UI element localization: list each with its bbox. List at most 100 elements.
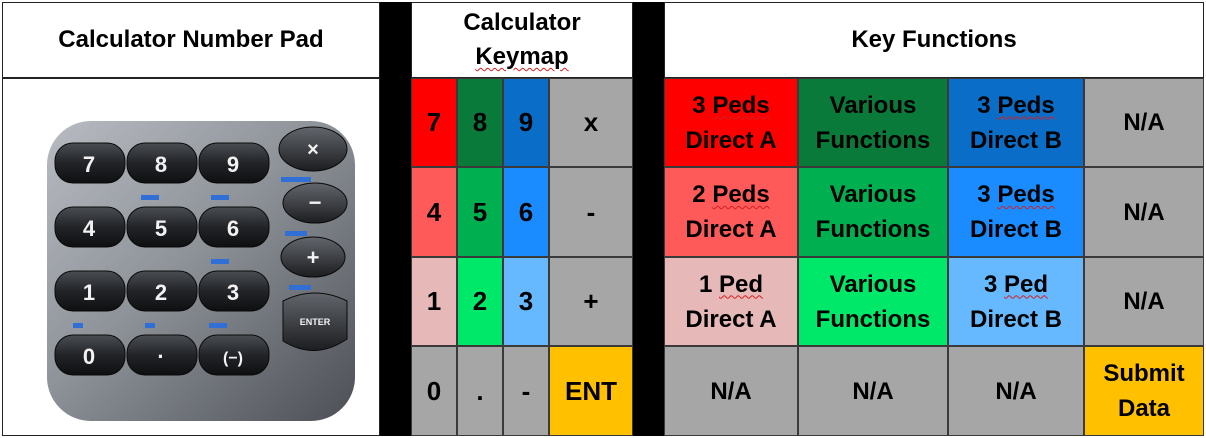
function-cell: N/A: [664, 346, 798, 436]
keymap-key: 5: [457, 167, 503, 257]
label-mark: [73, 323, 83, 328]
spellcheck-word: Peds: [712, 181, 770, 208]
function-line-2: Direct A: [685, 305, 777, 333]
label-mark: [145, 323, 155, 328]
label-mark: [141, 195, 159, 200]
function-line-1: Submit: [1103, 360, 1185, 387]
keymap-key: 1: [411, 257, 457, 346]
function-line-1: N/A: [852, 377, 894, 405]
key-enter: [282, 292, 348, 351]
pad-digit: 7: [83, 152, 95, 177]
keymap-header: Calculator Keymap: [411, 2, 633, 78]
pad-digit: 1: [83, 280, 95, 305]
keymap-key: 4: [411, 167, 457, 257]
key-minus: [282, 182, 348, 224]
function-line-1: 2 Peds: [692, 181, 770, 208]
pad-side-key: ENTER: [300, 317, 331, 327]
function-line-1: N/A: [1123, 198, 1165, 226]
pad-digit: 3: [227, 280, 239, 305]
function-line-1: 1 Ped: [698, 270, 764, 298]
function-line-1: 3 Peds: [977, 91, 1055, 119]
pad-digit: 4: [83, 216, 96, 241]
key-9: [198, 142, 270, 184]
calculator-pad-image: 7 8 9 4 5 6 1 2 3 0 · (−) × − + ENTER: [47, 121, 355, 421]
key-negate: [198, 334, 270, 376]
function-line-1: N/A: [1123, 288, 1165, 315]
function-cell: N/A: [1084, 78, 1204, 167]
pad-digit: 5: [155, 216, 167, 241]
key-2: [126, 270, 198, 312]
keymap-key: 0: [411, 346, 457, 436]
key-multiply: [278, 126, 348, 172]
separator-left: [380, 2, 411, 436]
pad-digit: 2: [155, 280, 167, 305]
keymap-key: 7: [411, 78, 457, 167]
keymap-key: +: [549, 257, 633, 346]
pad-digit: 0: [83, 344, 95, 369]
function-line-1: 3 Peds: [977, 181, 1055, 208]
function-line-1: N/A: [710, 377, 752, 405]
pad-digit: ·: [157, 344, 164, 369]
spellcheck-word: Peds: [997, 91, 1055, 119]
function-line-2: Functions: [815, 305, 931, 333]
spellcheck-word: Ped: [1004, 270, 1049, 298]
label-mark: [211, 195, 229, 200]
key-4: [54, 206, 126, 248]
keymap-header-line1: Calculator: [463, 9, 581, 36]
function-line-2: Direct B: [969, 305, 1063, 333]
function-cell: N/A: [948, 346, 1084, 436]
key-dot: [126, 334, 198, 376]
pad-side-key: −: [309, 190, 322, 215]
keymap-key: 3: [503, 257, 549, 346]
pad-digit: (−): [223, 350, 243, 367]
pad-side-key: ×: [307, 139, 319, 161]
label-mark: [209, 323, 227, 328]
function-line-1: N/A: [1123, 109, 1165, 136]
function-line-1: Various: [829, 181, 917, 208]
keymap-key: .: [457, 346, 503, 436]
key-8: [126, 142, 198, 184]
key-3: [198, 270, 270, 312]
function-line-1: N/A: [995, 377, 1037, 405]
function-line-1: Various: [829, 270, 917, 298]
keymap-key: -: [549, 167, 633, 257]
function-line-1: 3 Peds: [692, 91, 770, 119]
keymap-key: 9: [503, 78, 549, 167]
pad-header-text: Calculator Number Pad: [58, 26, 324, 53]
function-line-2: Functions: [815, 126, 931, 154]
label-mark: [285, 231, 307, 236]
pad-header: Calculator Number Pad: [2, 2, 380, 78]
pad-digit: 6: [227, 216, 239, 241]
functions-header-text: Key Functions: [851, 26, 1017, 53]
separator-right: [633, 2, 664, 436]
pad-side-key: +: [307, 245, 320, 270]
key-6: [198, 206, 270, 248]
functions-header: Key Functions: [664, 2, 1204, 78]
spellcheck-word: Peds: [712, 91, 770, 119]
function-line-2: Direct A: [685, 216, 777, 243]
pad-digit: 9: [227, 152, 239, 177]
keymap-key: -: [503, 346, 549, 436]
keymap-key: 8: [457, 78, 503, 167]
key-5: [126, 206, 198, 248]
function-line-1: Various: [829, 91, 917, 119]
spellcheck-word: Peds: [997, 181, 1055, 208]
pad-digit: 8: [155, 152, 167, 177]
label-mark: [281, 177, 311, 182]
keymap-key: x: [549, 78, 633, 167]
function-cell: N/A: [1084, 167, 1204, 257]
spellcheck-word: Ped: [719, 270, 764, 298]
function-cell: N/A: [1084, 257, 1204, 346]
keymap-key: 6: [503, 167, 549, 257]
function-line-2: Direct B: [969, 216, 1063, 243]
